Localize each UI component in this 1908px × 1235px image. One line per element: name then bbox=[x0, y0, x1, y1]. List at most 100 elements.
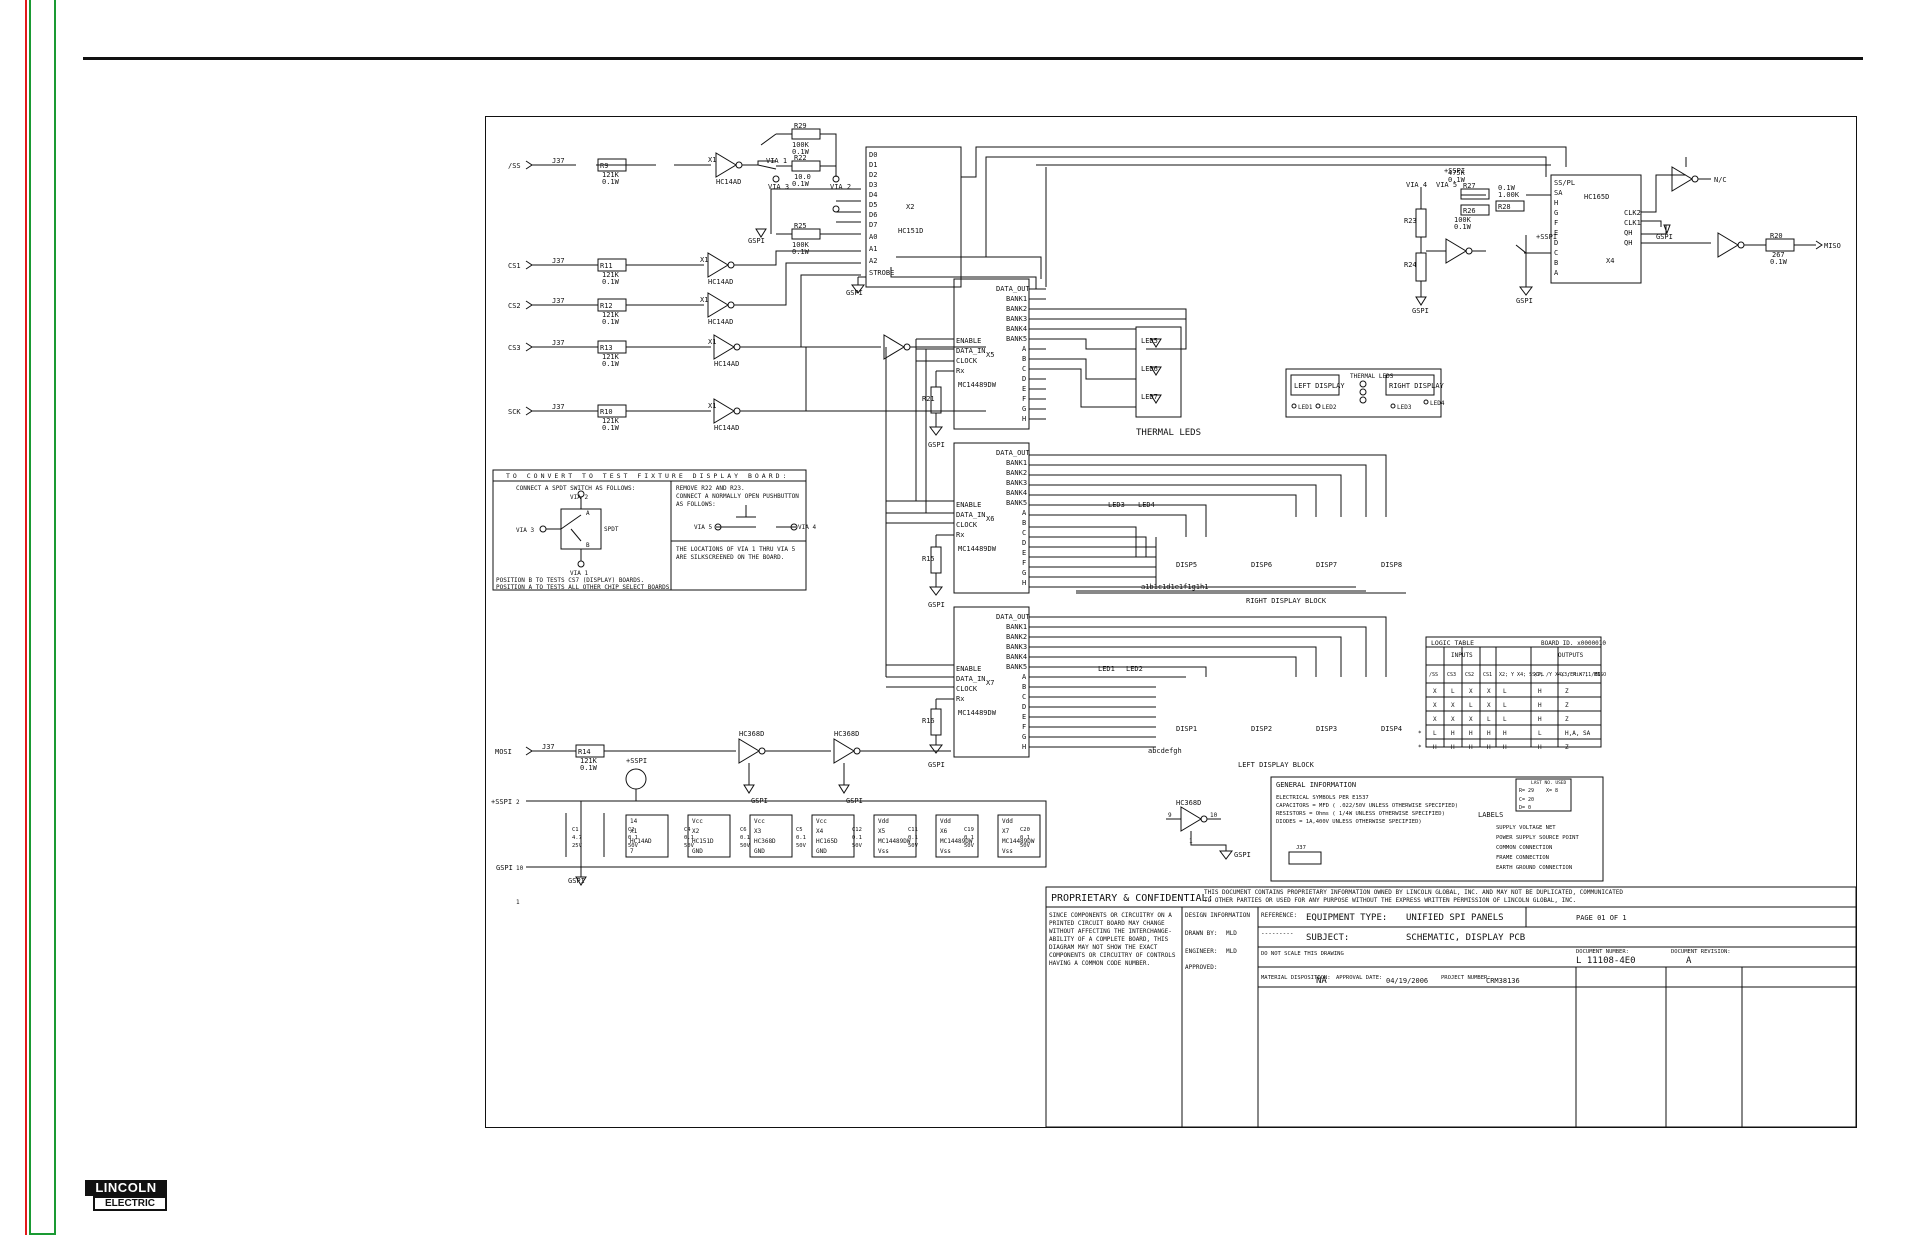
net-gspi-6: GSPI bbox=[928, 441, 945, 449]
gate-x1-cs2: X1 bbox=[700, 296, 708, 304]
x4-shift-register bbox=[1036, 157, 1823, 306]
left-disp-3: DISP3 bbox=[1316, 725, 1337, 733]
x5-pin-clock: CLOCK bbox=[956, 357, 978, 365]
x7-pin-clock: CLOCK bbox=[956, 685, 978, 693]
via-1: VIA 1 bbox=[766, 157, 787, 165]
left-seg-label: abcdefgh bbox=[1148, 747, 1182, 755]
res-r22: R22 bbox=[794, 154, 807, 162]
tb-since-1: PRINTED CIRCUIT BOARD MAY CHANGE bbox=[1049, 920, 1165, 927]
x2-pin-a1: A1 bbox=[869, 245, 877, 253]
panel-led1: LED1 bbox=[1298, 404, 1313, 411]
rail-chip-top-1: Vcc bbox=[692, 818, 703, 825]
res-r28-val: 1.00K bbox=[1498, 191, 1520, 199]
logic-header-1: CS3 bbox=[1447, 672, 1456, 678]
logic-cell-0-0: X bbox=[1433, 688, 1437, 695]
rail-cap-val-2: 0.1 bbox=[684, 835, 694, 841]
tb-approval-label: APPROVAL DATE: bbox=[1336, 975, 1382, 981]
rail-cap-volt-2: 50V bbox=[684, 843, 695, 849]
x6-pin-f: F bbox=[1022, 559, 1026, 567]
conn-j37-cs1: J37 bbox=[552, 257, 565, 265]
x7-pin-datain: DATA_IN bbox=[956, 675, 986, 683]
x6-part: MC14489DW bbox=[958, 545, 997, 553]
convert-via5: VIA 5 bbox=[694, 524, 712, 531]
logic-cell-0-1: L bbox=[1451, 688, 1455, 695]
x4-pin-a: A bbox=[1554, 269, 1559, 277]
rail-chip-top-6: Vdd bbox=[1002, 818, 1013, 825]
net-gspi-9: GSPI bbox=[751, 797, 768, 805]
rail-cap-volt-3: 50V bbox=[740, 843, 751, 849]
res-r29-watt: 0.1W bbox=[792, 148, 810, 156]
x2-pin-a0: A0 bbox=[869, 233, 877, 241]
res-ref-r13: R13 bbox=[600, 344, 613, 352]
logic-row-mark-3: * bbox=[1418, 730, 1422, 737]
lincoln-electric-logo: LINCOLN ELECTRIC bbox=[85, 1180, 167, 1212]
x6-pin-bank3: BANK3 bbox=[1006, 479, 1027, 487]
bus-lines bbox=[885, 256, 1042, 677]
tb-since-3: ABILITY OF A COMPLETE BOARD, THIS bbox=[1049, 936, 1169, 943]
x3-pin-1: 1 bbox=[1189, 838, 1193, 845]
x6-pin-d: D bbox=[1022, 539, 1026, 547]
x7-part: MC14489DW bbox=[958, 709, 997, 717]
tb-docnum-label: DOCUMENT NUMBER: bbox=[1576, 949, 1629, 955]
rail-cap-val-7: 0.1 bbox=[964, 835, 974, 841]
panel-right-display: RIGHT DISPLAY bbox=[1389, 382, 1445, 390]
logic-table-frame bbox=[1425, 636, 1602, 748]
x6-pin-g: G bbox=[1022, 569, 1026, 577]
res-r26-watt: 0.1W bbox=[1454, 223, 1472, 231]
rail-chip-bot-4: Vss bbox=[878, 848, 889, 855]
x6-pin-datain: DATA_IN bbox=[956, 511, 986, 519]
rail-chip-top-0: 14 bbox=[630, 818, 638, 825]
x5-pin-bank3: BANK3 bbox=[1006, 315, 1027, 323]
tb-prop-text-1: TO OTHER PARTIES OR USED FOR ANY PURPOSE… bbox=[1204, 897, 1576, 904]
page-edge-green bbox=[29, 0, 56, 1235]
res-val-r9: 121K bbox=[602, 171, 620, 179]
res-watt-r14: 0.1W bbox=[580, 764, 598, 772]
tb-proprietary: PROPRIETARY & CONFIDENTIAL: bbox=[1051, 893, 1214, 904]
convert-box-frame bbox=[492, 469, 807, 591]
left-disp-2: DISP2 bbox=[1251, 725, 1272, 733]
left-disp-4: DISP4 bbox=[1381, 725, 1402, 733]
rail-chip-part-3: HC165D bbox=[816, 838, 838, 845]
tb-reference-val: --------- bbox=[1261, 930, 1294, 937]
gen-last-d: D= 0 bbox=[1519, 805, 1531, 811]
x2-pin-strobe: STROBE bbox=[869, 269, 894, 277]
x3-note: HC368D bbox=[1176, 799, 1201, 807]
logic-cell-3-6: H,A, SA bbox=[1565, 730, 1591, 737]
net-gspi-11: GSPI bbox=[1234, 851, 1251, 859]
convert-via1: VIA 1 bbox=[570, 570, 588, 577]
x6-pin-bank2: BANK2 bbox=[1006, 469, 1027, 477]
panel-left-display: LEFT DISPLAY bbox=[1294, 382, 1345, 390]
x2-pin-d4: D4 bbox=[869, 191, 877, 199]
rail-chip-part-2: HC368D bbox=[754, 838, 776, 845]
panel-led3: LED3 bbox=[1397, 404, 1412, 411]
x5-pin-g: G bbox=[1022, 405, 1026, 413]
x5-pin-a: A bbox=[1022, 345, 1027, 353]
x4-pin-qh: QH bbox=[1624, 229, 1632, 237]
logic-cell-4-4: H bbox=[1503, 744, 1507, 751]
net-gspi-3: GSPI bbox=[1412, 307, 1429, 315]
tb-page: PAGE 01 OF 1 bbox=[1576, 914, 1627, 922]
x4-pin-f: F bbox=[1554, 219, 1558, 227]
res-r27: R27 bbox=[1463, 182, 1476, 190]
x7-pin-h: H bbox=[1022, 743, 1026, 751]
tb-subject: SCHEMATIC, DISPLAY PCB bbox=[1406, 933, 1525, 943]
logic-cell-3-5: L bbox=[1538, 730, 1542, 737]
rail-chip-part-0: HC14AD bbox=[630, 838, 652, 845]
res-watt-r10: 0.1W bbox=[602, 424, 620, 432]
res-val-r13: 121K bbox=[602, 353, 620, 361]
res-val-r14: 121K bbox=[580, 757, 598, 765]
rail-chip-box-0 bbox=[625, 814, 669, 858]
x7-pin-enable: ENABLE bbox=[956, 665, 981, 673]
right-disp-8: DISP8 bbox=[1381, 561, 1402, 569]
x4-pin-sspl: SS/PL bbox=[1554, 179, 1575, 187]
res-val-r11: 121K bbox=[602, 271, 620, 279]
res-ref-r12: R12 bbox=[600, 302, 613, 310]
rail-chip-box-2 bbox=[749, 814, 793, 858]
res-r29: R29 bbox=[794, 122, 807, 130]
tb-drawn-by: DRAWN BY: bbox=[1185, 930, 1218, 937]
gen-l3: DIODES = 1A,400V UNLESS OTHERWISE SPECIF… bbox=[1276, 819, 1422, 825]
x6-pin-dataout: DATA_OUT bbox=[996, 449, 1031, 457]
rail-chip-box-5 bbox=[935, 814, 979, 858]
x7-pin-b: B bbox=[1022, 683, 1026, 691]
